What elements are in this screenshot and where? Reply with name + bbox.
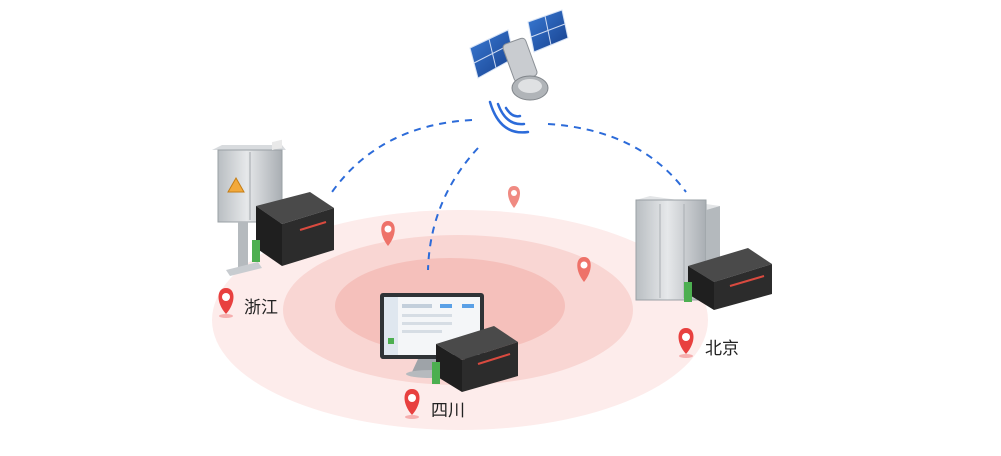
beijing-device-icon [684,248,772,310]
map-pin-icon [577,257,591,282]
map-pin-icon [508,186,520,208]
zone-pins [381,186,591,282]
dashed-links [331,119,687,271]
link-satellite-sichuan [427,147,479,271]
location-label-zhejiang: 浙江 [244,298,278,318]
location-pin-zhejiang-icon [218,288,234,318]
location-label-beijing: 北京 [705,339,739,359]
location-pin-beijing-icon [678,328,694,358]
signal-waves-icon [488,100,530,134]
link-satellite-beijing [547,123,687,193]
sichuan-device-icon [432,326,518,392]
location-pin-sichuan-icon [404,389,420,419]
map-pin-icon [381,221,395,246]
location-label-sichuan: 四川 [431,401,465,421]
zhejiang-device-icon [252,139,334,266]
link-satellite-zhejiang [331,119,473,193]
satellite-icon [469,9,569,101]
